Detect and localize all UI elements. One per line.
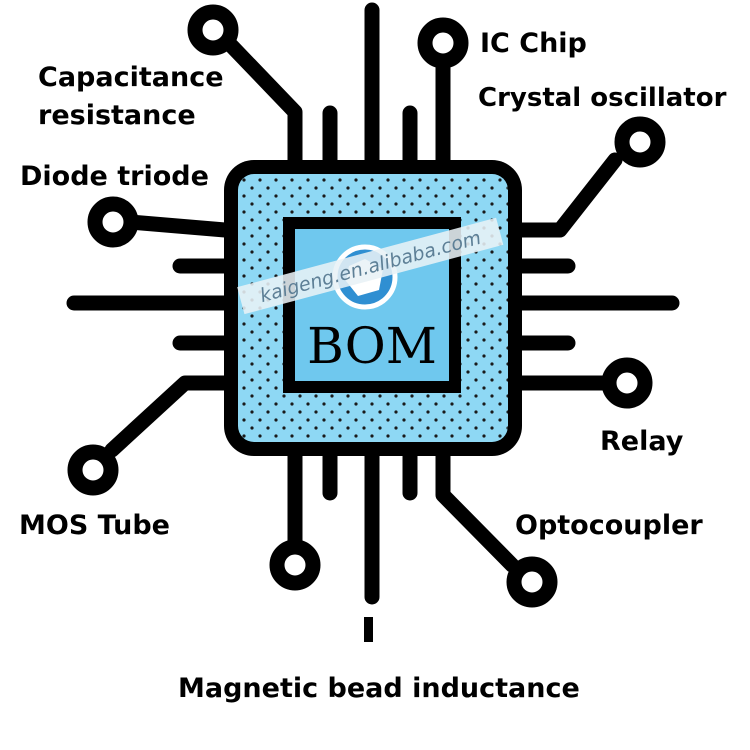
label-diode-triode: Diode triode [20, 161, 209, 192]
pin-end-ring [614, 116, 666, 168]
pin-left-1 [122, 214, 233, 238]
label-magnetic-bead-inductance: Magnetic bead inductance [178, 673, 580, 704]
label-ic-chip: IC Chip [480, 28, 587, 59]
pin-end-ring [67, 444, 119, 496]
pin-end-ring [87, 196, 139, 248]
label-optocoupler: Optocoupler [515, 510, 703, 541]
small-mark [364, 617, 373, 642]
pin-bottom-5 [435, 447, 520, 573]
label-resistance: resistance [38, 100, 196, 131]
label-relay: Relay [600, 426, 684, 457]
pin-end-ring [506, 556, 558, 608]
label-capacitance: Capacitance [38, 62, 224, 93]
center-label: BOM [307, 317, 437, 375]
pin-top-1 [216, 30, 303, 168]
pin-end-ring [601, 357, 653, 409]
pin-end-ring [417, 17, 469, 69]
pin-left-5 [104, 375, 233, 458]
pin-right-1 [512, 152, 623, 238]
pin-end-ring [187, 4, 239, 56]
pin-end-ring [269, 539, 321, 591]
label-crystal-oscillator: Crystal oscillator [478, 83, 727, 113]
label-mos-tube: MOS Tube [19, 510, 170, 541]
